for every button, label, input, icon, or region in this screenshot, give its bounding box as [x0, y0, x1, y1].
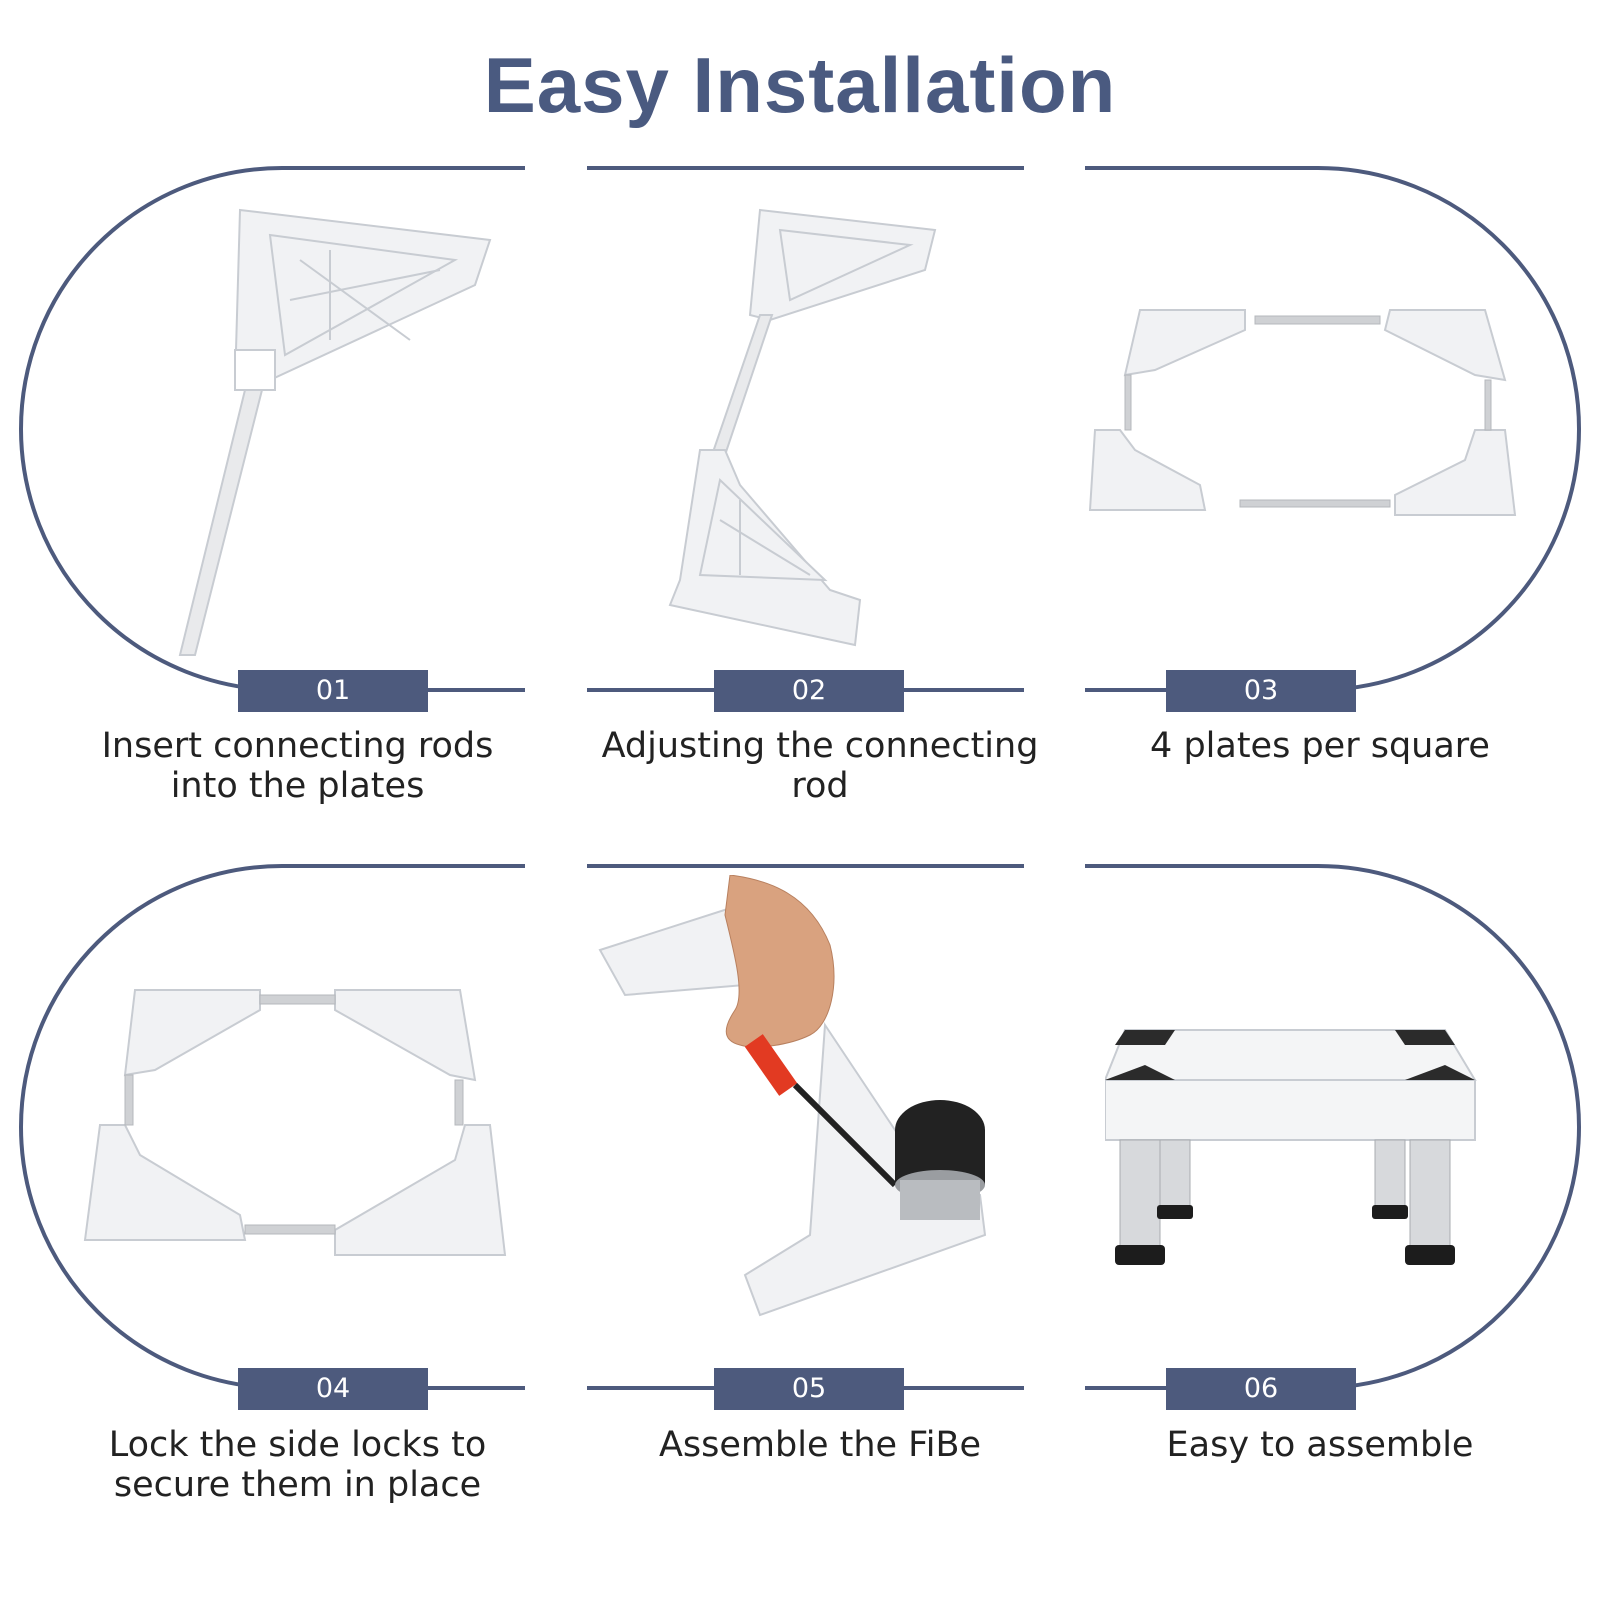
page-title: Easy Installation [483, 41, 1117, 129]
step-6-image [1105, 1029, 1477, 1265]
row1-left-arc [19, 166, 525, 692]
hand-shape [724, 875, 835, 1048]
step-2-caption: Adjusting the connecting rod [601, 726, 1039, 806]
step-4-caption: Lock the side locks to secure them in pl… [108, 1425, 487, 1505]
row2-left-arc [19, 864, 525, 1390]
step-6-caption: Easy to assemble [1166, 1425, 1474, 1465]
step-2-image [668, 208, 937, 647]
step-2-badge: 02 [714, 670, 904, 712]
step-4-badge: 04 [238, 1368, 428, 1410]
step-5-caption: Assemble the FiBe [658, 1425, 982, 1465]
step-1-badge: 01 [238, 670, 428, 712]
step-6-badge: 06 [1166, 1368, 1356, 1410]
step-5-badge: 05 [714, 1368, 904, 1410]
step-4-image [83, 989, 507, 1256]
step-3-caption: 4 plates per square [1150, 726, 1490, 766]
step-3-image [1088, 309, 1517, 516]
step-5-image [598, 875, 987, 1317]
step-3-badge: 03 [1166, 670, 1356, 712]
step-1-image [178, 208, 492, 656]
row2-right-arc [1085, 864, 1581, 1390]
step-1-caption: Insert connecting rods into the plates [101, 726, 494, 806]
row1-right-arc [1085, 166, 1581, 692]
